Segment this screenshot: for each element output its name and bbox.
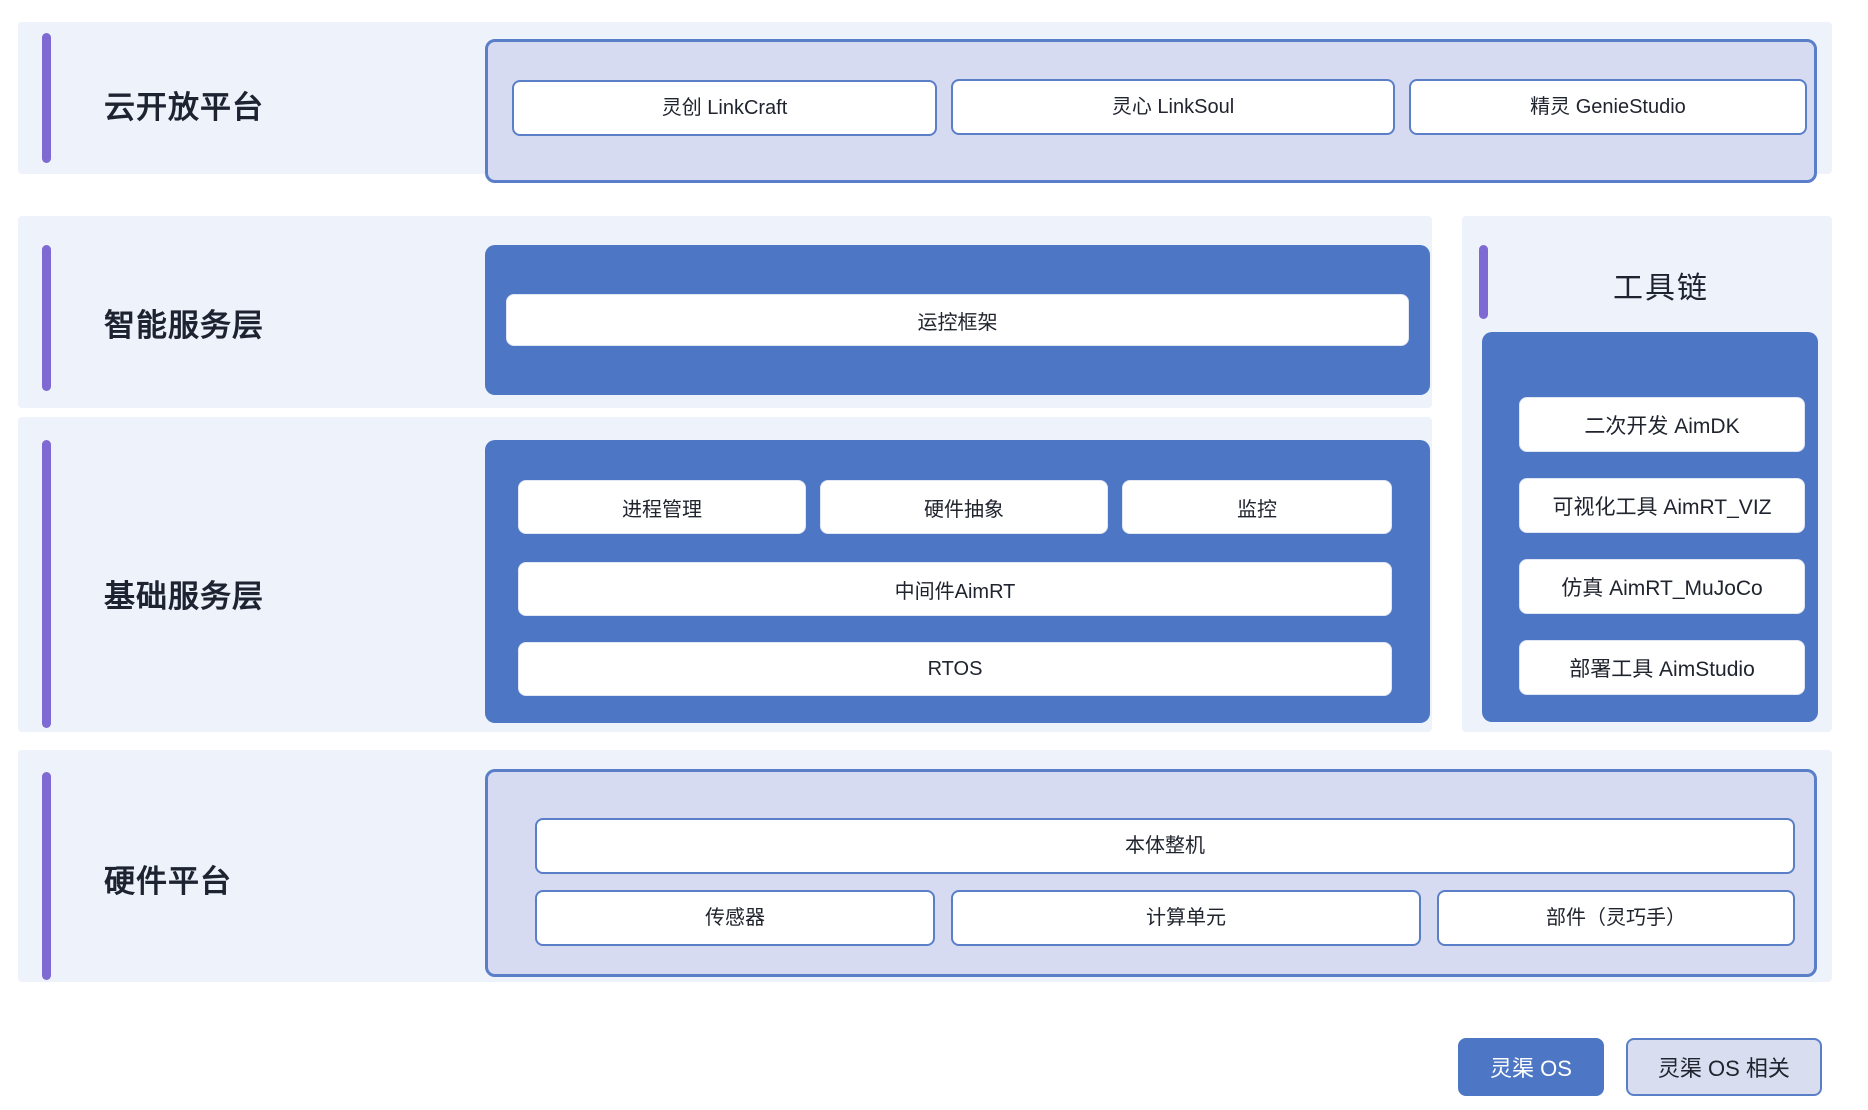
row-title-cloud: 云开放平台: [104, 90, 264, 125]
chip-linkcraft[interactable]: 灵创 LinkCraft: [512, 80, 937, 136]
legend-item-lingqu-os-related: 灵渠 OS 相关: [1625, 1038, 1822, 1096]
chip-motion-control-framework[interactable]: 运控框架: [506, 294, 1409, 346]
chip-dexterous-hand[interactable]: 部件（灵巧手）: [1437, 890, 1795, 946]
accent-bar-hardware: [42, 772, 51, 980]
row-title-intelligent: 智能服务层: [104, 308, 264, 343]
accent-bar-cloud: [42, 33, 51, 163]
legend: 灵渠 OS 灵渠 OS 相关: [1458, 1038, 1822, 1096]
chip-monitoring[interactable]: 监控: [1122, 480, 1392, 534]
row-title-hardware: 硬件平台: [104, 864, 232, 899]
tool-chip-aimrt-viz[interactable]: 可视化工具 AimRT_VIZ: [1519, 478, 1805, 533]
tool-chip-aimdk[interactable]: 二次开发 AimDK: [1519, 397, 1805, 452]
tool-chip-aimrt-mujoco[interactable]: 仿真 AimRT_MuJoCo: [1519, 559, 1805, 614]
chip-main-body[interactable]: 本体整机: [535, 818, 1795, 874]
tool-chip-aimstudio[interactable]: 部署工具 AimStudio: [1519, 640, 1805, 695]
legend-item-lingqu-os: 灵渠 OS: [1458, 1038, 1604, 1096]
chip-middleware-aimrt[interactable]: 中间件AimRT: [518, 562, 1392, 616]
chip-sensor[interactable]: 传感器: [535, 890, 935, 946]
accent-bar-basic: [42, 440, 51, 728]
chip-geniestudio[interactable]: 精灵 GenieStudio: [1409, 79, 1807, 135]
accent-bar-toolchain: [1479, 245, 1488, 319]
chip-compute-unit[interactable]: 计算单元: [951, 890, 1421, 946]
accent-bar-intelligent: [42, 245, 51, 391]
chip-linksoul[interactable]: 灵心 LinkSoul: [951, 79, 1395, 135]
row-title-basic: 基础服务层: [104, 579, 264, 614]
chip-process-management[interactable]: 进程管理: [518, 480, 806, 534]
toolchain-title: 工具链: [1613, 272, 1709, 305]
chip-rtos[interactable]: RTOS: [518, 642, 1392, 696]
chip-hardware-abstraction[interactable]: 硬件抽象: [820, 480, 1108, 534]
